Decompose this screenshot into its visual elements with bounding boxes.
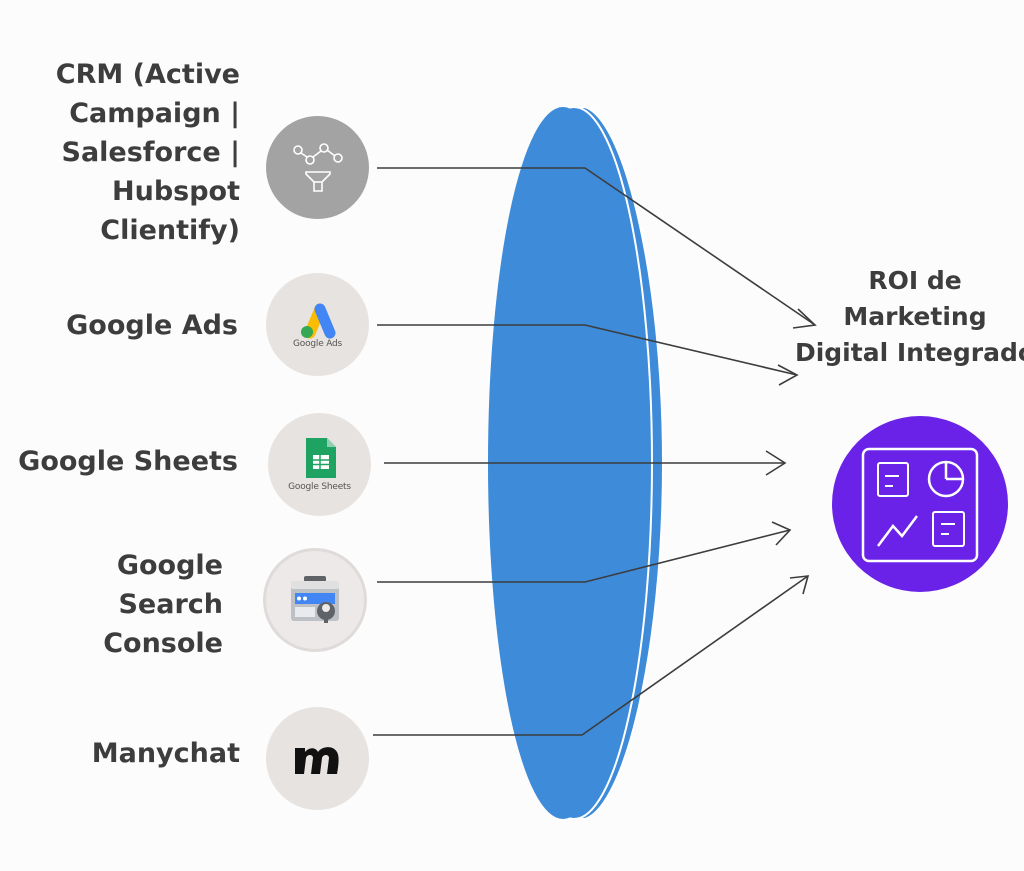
connector-search-console (377, 529, 791, 583)
connector-crm (377, 167, 816, 326)
google-sheets-icon-circle: Google Sheets (268, 413, 371, 516)
google-sheets-icon (305, 438, 336, 478)
manychat-icon-circle (266, 707, 369, 810)
source-label-google-sheets: Google Sheets (18, 446, 238, 477)
dashboard-icon (832, 416, 1008, 592)
connector-google-sheets-arrow (765, 450, 787, 476)
connector-google-ads (377, 324, 798, 376)
google-sheets-caption: Google Sheets (288, 482, 351, 492)
search-console-icon (291, 576, 339, 623)
connector-manychat (373, 575, 809, 736)
connector-crm-arrow (792, 308, 817, 329)
source-label-google-ads: Google Ads (66, 310, 238, 341)
connector-google-ads-arrow (777, 364, 799, 386)
source-label-manychat: Manychat (91, 738, 240, 769)
source-label-search-console: Google Search Console (103, 550, 223, 659)
google-ads-icon (300, 303, 335, 338)
google-ads-caption: Google Ads (293, 338, 342, 349)
manychat-icon (294, 746, 339, 774)
search-console-icon-circle (263, 548, 367, 652)
crm-funnel-icon (292, 142, 343, 192)
connector-search-console-arrow (771, 521, 792, 546)
google-ads-icon-circle: Google Ads (266, 273, 369, 376)
target-label: ROI de Marketing Digital Integrado (794, 266, 1024, 367)
crm-icon-circle (266, 116, 369, 219)
source-label-crm: CRM (Active Campaign | Salesforce | Hubs… (55, 59, 240, 246)
connectors (373, 167, 817, 736)
connector-manychat-arrow (789, 575, 810, 595)
